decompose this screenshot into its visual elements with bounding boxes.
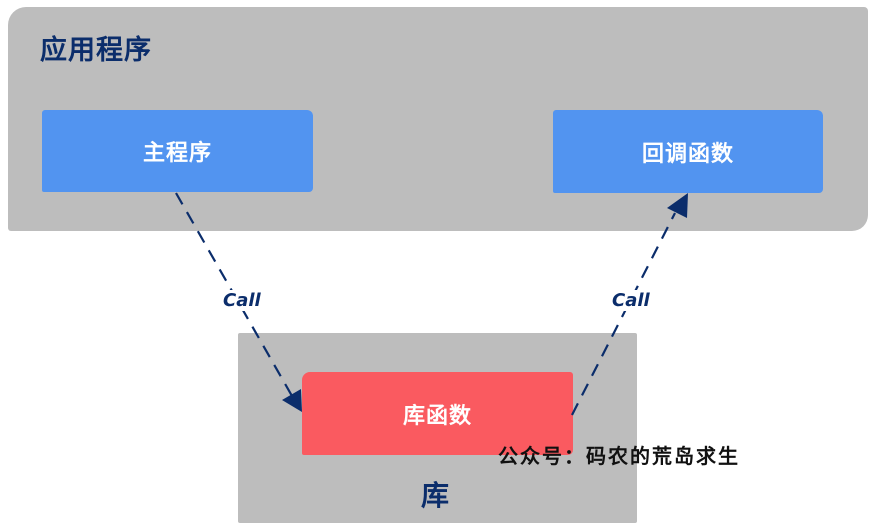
edge-library-to-callback (571, 212, 676, 416)
callback-function-node: 回调函数 (553, 110, 823, 193)
edge-label-call: Call (610, 290, 652, 311)
callback-function-label: 回调函数 (641, 141, 734, 167)
main-program-node: 主程序 (42, 110, 313, 192)
watermark-text: 公众号：码农的荒岛求生 (498, 444, 740, 468)
library-function-label: 库函数 (402, 403, 472, 429)
edge-label-call: Call (221, 290, 263, 311)
arrowhead-down-icon (282, 389, 302, 412)
main-program-label: 主程序 (142, 141, 212, 166)
arrowhead-up-icon (667, 193, 688, 218)
library-title: 库 (421, 479, 451, 512)
application-title: 应用程序 (40, 35, 152, 66)
library-function-node: 库函数 (302, 372, 573, 455)
